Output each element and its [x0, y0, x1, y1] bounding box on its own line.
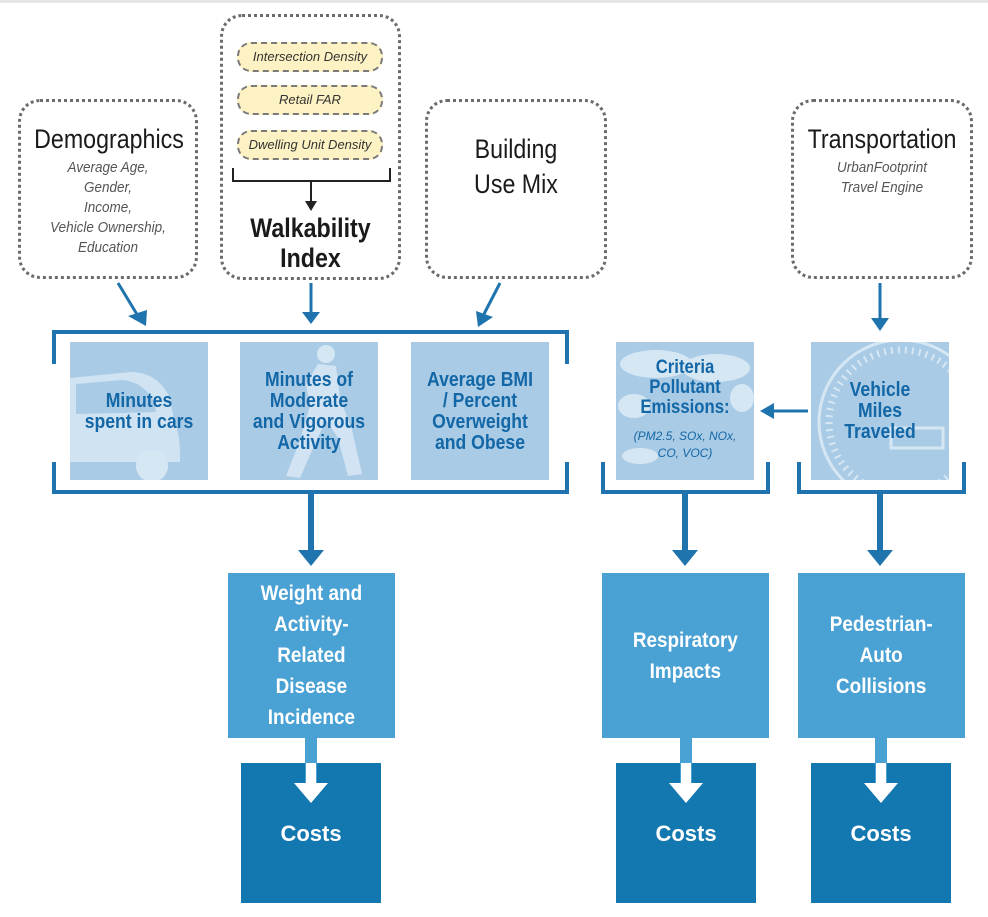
impact-weight-disease: Weight and Activity- Related Disease Inc… [228, 573, 395, 738]
cost-label: Costs [280, 821, 342, 846]
impact-line: Pedestrian- [830, 613, 933, 636]
cloud-icon [618, 350, 754, 464]
transportation-detail: Travel Engine [840, 179, 924, 196]
walkability-title-line: Index [280, 243, 341, 273]
metric-tile-line: spent in cars [84, 411, 194, 433]
metric-tile-line: Overweight [432, 411, 528, 433]
walkability-factor: Retail FAR [237, 85, 383, 115]
vmt-line: Vehicle [849, 379, 911, 401]
impact-pedestrian-collisions: Pedestrian- Auto Collisions [798, 573, 965, 738]
building-use-box: Building Use Mix [425, 99, 607, 279]
metric-tile-minutes-in-cars: Minutes spent in cars [70, 342, 208, 480]
transportation-detail: UrbanFootprint [836, 159, 928, 176]
vmt-line: Miles [857, 400, 903, 422]
impact-line: Activity- [274, 613, 349, 636]
walkability-title-line: Walkability [250, 213, 371, 243]
walkability-box: Intersection Density Retail FAR Dwelling… [220, 14, 401, 280]
transportation-box: Transportation UrbanFootprint Travel Eng… [791, 99, 973, 279]
vmt-label: Vehicle Miles Traveled [819, 380, 940, 443]
impact-line: Respiratory [632, 628, 739, 652]
building-use-title-line: Use Mix [474, 169, 558, 199]
demographics-detail: Education [77, 239, 139, 256]
metrics-bracket [52, 330, 569, 494]
walkability-title: Walkability Index [227, 213, 395, 273]
building-use-title: Building Use Mix [440, 132, 591, 202]
speedometer-icon [817, 342, 949, 480]
demographics-detail: Income, [83, 199, 133, 216]
demographics-detail: Average Age, [67, 159, 149, 176]
demographics-detail: Gender, [83, 179, 133, 196]
car-icon [70, 372, 180, 480]
vmt-line: Traveled [844, 421, 916, 443]
vmt-to-emissions-arrow [760, 403, 808, 419]
metric-tile-label: Average BMI / Percent Overweight and Obe… [419, 370, 540, 454]
metric-tile-label: Minutes spent in cars [78, 391, 199, 433]
emissions-detail-line: (PM2.5, SOx, NOx, [633, 429, 737, 443]
top-rule [0, 0, 988, 3]
emissions-tile: Criteria Pollutant Emissions: (PM2.5, SO… [616, 342, 754, 480]
emissions-title: Criteria Pollutant Emissions: [624, 358, 745, 418]
emissions-title-line: Criteria [655, 357, 715, 378]
impact-line: Collisions [836, 675, 927, 698]
walkability-factor: Dwelling Unit Density [237, 130, 383, 160]
cost-box-respiratory: Costs [616, 763, 756, 903]
impact-line: Related [277, 644, 346, 667]
walkability-factor: Intersection Density [237, 42, 383, 72]
metric-tile-line: / Percent [442, 390, 518, 412]
metric-tile-line: Average BMI [427, 369, 533, 391]
walking-person-icon [286, 345, 362, 478]
input-arrowheads [128, 310, 889, 331]
transportation-details: UrbanFootprint Travel Engine [794, 158, 970, 198]
metric-tile-bmi-overweight: Average BMI / Percent Overweight and Obe… [411, 342, 549, 480]
impact-line: Incidence [267, 706, 356, 729]
input-arrows [116, 282, 882, 320]
impact-line: Impacts [649, 659, 722, 683]
emissions-title-line: Emissions: [640, 397, 730, 418]
emissions-title-line: Pollutant [649, 377, 721, 398]
impact-line: Disease [275, 675, 348, 698]
demographics-title: Demographics [34, 124, 184, 154]
demographics-box: Demographics Average Age, Gender, Income… [18, 99, 198, 279]
metric-tile-line: and Obese [434, 432, 525, 454]
metric-tile-line: and Vigorous [252, 411, 366, 433]
metric-tile-line: Activity [277, 432, 341, 454]
demographics-detail: Vehicle Ownership, [50, 219, 166, 236]
building-use-title-line: Building [474, 134, 558, 164]
cost-label: Costs [850, 821, 912, 846]
impact-respiratory: Respiratory Impacts [602, 573, 769, 738]
vmt-bracket [797, 462, 966, 494]
demographics-details: Average Age, Gender, Income, Vehicle Own… [21, 158, 195, 258]
down-arrows [298, 492, 893, 566]
walkability-bracket [232, 168, 391, 211]
impact-line: Auto [859, 644, 904, 667]
metric-tile-line: Minutes of [265, 369, 353, 391]
metric-tile-line: Moderate [269, 390, 349, 412]
cost-arrows [294, 738, 898, 803]
impact-line: Weight and [260, 582, 363, 605]
metric-tile-moderate-vigorous-activity: Minutes of Moderate and Vigorous Activit… [240, 342, 378, 480]
emissions-bracket [601, 462, 770, 494]
transportation-title: Transportation [807, 124, 957, 154]
metric-tile-label: Minutes of Moderate and Vigorous Activit… [248, 370, 369, 454]
emissions-detail-line: CO, VOC) [657, 446, 713, 460]
emissions-details: (PM2.5, SOx, NOx, CO, VOC) [616, 428, 754, 462]
vmt-tile: Vehicle Miles Traveled [811, 342, 949, 480]
metric-tile-line: Minutes [105, 390, 173, 412]
cost-label: Costs [655, 821, 717, 846]
